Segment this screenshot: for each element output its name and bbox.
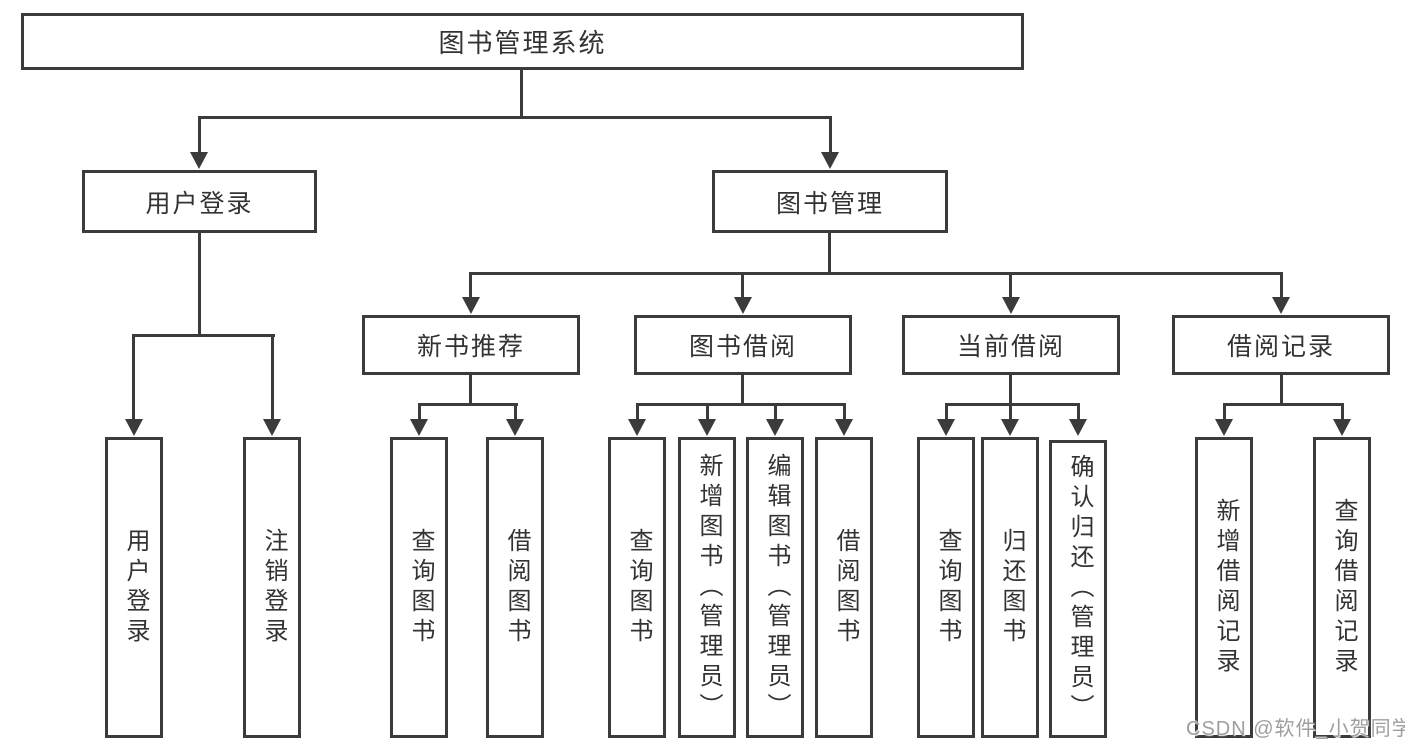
node-library-management-system: 图书管理系统 — [21, 13, 1024, 70]
arrowhead-to-leaf-user-login — [125, 419, 143, 436]
connector-user-login-hbar — [133, 334, 275, 337]
connector-user-login-drop-2 — [271, 334, 274, 420]
arrowhead-to-new-book — [462, 297, 480, 314]
connector-current-borrow-drop-2 — [1009, 403, 1012, 421]
connector-borrow-record-drop-1 — [1223, 403, 1226, 421]
connector-current-borrow-drop-1 — [945, 403, 948, 421]
arrowhead-to-book-borrow — [734, 297, 752, 314]
leaf-user-login: 用户登录 — [105, 437, 163, 738]
node-book-management: 图书管理 — [712, 170, 948, 233]
connector-current-borrow-hbar — [945, 403, 1080, 406]
connector-user-login-drop-1 — [132, 334, 135, 420]
node-book-borrowing: 图书借阅 — [634, 315, 852, 375]
connector-new-book-drop-1 — [418, 403, 421, 421]
connector-new-book-hbar — [418, 403, 518, 406]
connector-book-mgmt-drop-3 — [1009, 272, 1012, 300]
connector-root-drop-right — [829, 116, 832, 154]
leaf-borrow-books-recommend: 借阅图书 — [486, 437, 544, 738]
leaf-logout-login: 注销登录 — [243, 437, 301, 738]
connector-new-book-stem — [469, 375, 472, 406]
leaf-query-books-current: 查询图书 — [917, 437, 975, 738]
arrowhead-to-add-books-c2 — [698, 419, 716, 436]
arrowhead-to-query-record-e2 — [1333, 419, 1351, 436]
leaf-query-borrow-record: 查询借阅记录 — [1313, 437, 1371, 738]
arrowhead-to-book-management — [821, 152, 839, 169]
connector-book-mgmt-drop-4 — [1280, 272, 1283, 300]
connector-book-mgmt-drop-2 — [741, 272, 744, 300]
connector-borrow-record-hbar — [1223, 403, 1344, 406]
leaf-borrow-books-borrowing: 借阅图书 — [815, 437, 873, 738]
leaf-query-books-borrowing: 查询图书 — [608, 437, 666, 738]
arrowhead-to-borrow-record — [1272, 297, 1290, 314]
node-current-borrowing: 当前借阅 — [902, 315, 1120, 375]
connector-book-borrow-drop-1 — [636, 403, 639, 421]
leaf-query-books-recommend: 查询图书 — [390, 437, 448, 738]
connector-user-login-stem — [198, 233, 201, 336]
arrowhead-to-query-books-d1 — [937, 419, 955, 436]
connector-book-borrow-drop-2 — [706, 403, 709, 421]
connector-root-hbar — [198, 116, 832, 119]
arrowhead-to-query-books-c1 — [628, 419, 646, 436]
arrowhead-to-user-login — [190, 152, 208, 169]
arrowhead-to-edit-books-c3 — [766, 419, 784, 436]
arrowhead-to-borrow-books-c4 — [835, 419, 853, 436]
node-new-book-recommend: 新书推荐 — [362, 315, 580, 375]
connector-root-stem — [520, 70, 523, 118]
arrowhead-to-add-record-e1 — [1215, 419, 1233, 436]
connector-borrow-record-stem — [1280, 375, 1283, 406]
csdn-watermark: CSDN @软件_小贺同学 — [1186, 718, 1405, 740]
connector-current-borrow-drop-3 — [1077, 403, 1080, 421]
connector-book-borrow-drop-3 — [774, 403, 777, 421]
arrowhead-to-leaf-logout — [263, 419, 281, 436]
arrowhead-to-borrow-books-b2 — [506, 419, 524, 436]
leaf-add-books-admin: 新增图书（管理员） — [678, 437, 736, 738]
connector-book-mgmt-drop-1 — [469, 272, 472, 300]
arrowhead-to-return-books-d2 — [1001, 419, 1019, 436]
leaf-add-borrow-record: 新增借阅记录 — [1195, 437, 1253, 738]
node-user-login: 用户登录 — [82, 170, 317, 233]
connector-book-borrow-drop-4 — [843, 403, 846, 421]
connector-root-drop-left — [198, 116, 201, 154]
connector-current-borrow-stem — [1009, 375, 1012, 406]
connector-new-book-drop-2 — [514, 403, 517, 421]
arrowhead-to-current-borrow — [1002, 297, 1020, 314]
node-borrow-records: 借阅记录 — [1172, 315, 1390, 375]
leaf-confirm-return-admin: 确认归还（管理员） — [1049, 440, 1107, 738]
arrowhead-to-confirm-return-d3 — [1069, 419, 1087, 436]
connector-book-mgmt-hbar — [469, 272, 1283, 275]
connector-book-borrow-stem — [741, 375, 744, 406]
leaf-return-books: 归还图书 — [981, 437, 1039, 738]
connector-borrow-record-drop-2 — [1341, 403, 1344, 421]
connector-book-mgmt-stem — [828, 233, 831, 275]
arrowhead-to-query-books-b1 — [410, 419, 428, 436]
leaf-edit-books-admin: 编辑图书（管理员） — [746, 437, 804, 738]
connector-book-borrow-hbar — [636, 403, 846, 406]
